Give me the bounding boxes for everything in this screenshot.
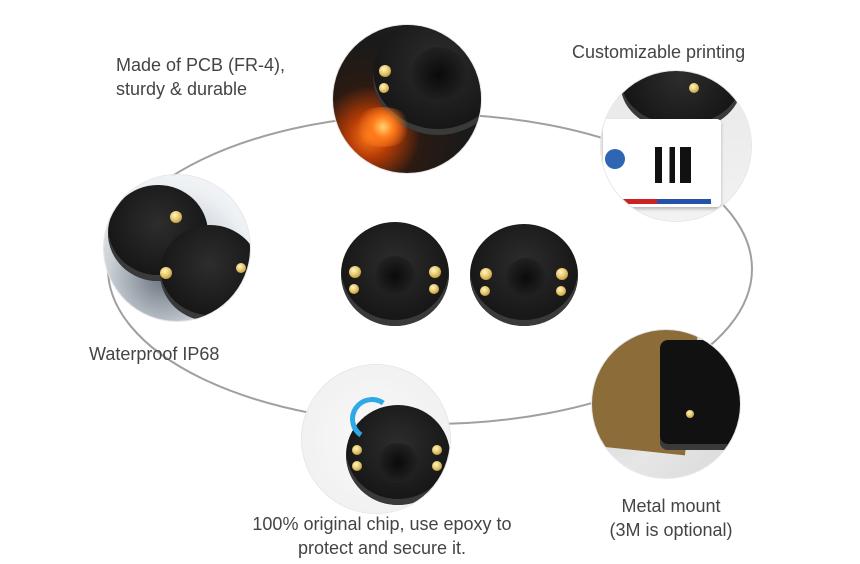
caption-metal-line2: (3M is optional)	[609, 520, 733, 540]
gold-pad	[429, 266, 441, 278]
nfc-chip-photo-icon	[302, 365, 450, 513]
gold-pad	[556, 286, 566, 296]
metal-mount-3m-photo-icon	[592, 330, 740, 478]
gold-pad	[480, 268, 492, 280]
caption-waterproof: Waterproof IP68	[89, 342, 219, 366]
gold-pad	[349, 266, 361, 278]
water-splash-photo-icon	[104, 175, 250, 321]
printed-label-qr-photo-icon	[601, 71, 751, 221]
gold-pad	[480, 286, 490, 296]
caption-printing: Customizable printing	[572, 40, 745, 64]
caption-metal-line1: Metal mount	[621, 496, 721, 516]
gold-pad	[349, 284, 359, 294]
caption-pcb: Made of PCB (FR-4), sturdy & durable	[116, 53, 285, 101]
pcb-sparks-photo-icon	[333, 25, 481, 173]
caption-chip-line2: protect and secure it.	[297, 538, 467, 558]
caption-printing-line1: Customizable printing	[572, 42, 746, 62]
center-tag-left	[341, 222, 449, 326]
caption-chip-line1: 100% original chip, use epoxy to	[252, 514, 512, 534]
center-tag-right	[470, 224, 578, 326]
caption-metal: Metal mount (3M is optional)	[596, 494, 746, 542]
gold-pad	[429, 284, 439, 294]
caption-chip: 100% original chip, use epoxy to protect…	[232, 512, 532, 560]
caption-waterproof-line1: Waterproof IP68	[89, 344, 220, 364]
caption-pcb-line2: sturdy & durable	[116, 79, 248, 99]
gold-pad	[556, 268, 568, 280]
caption-pcb-line1: Made of PCB (FR-4),	[116, 55, 286, 75]
